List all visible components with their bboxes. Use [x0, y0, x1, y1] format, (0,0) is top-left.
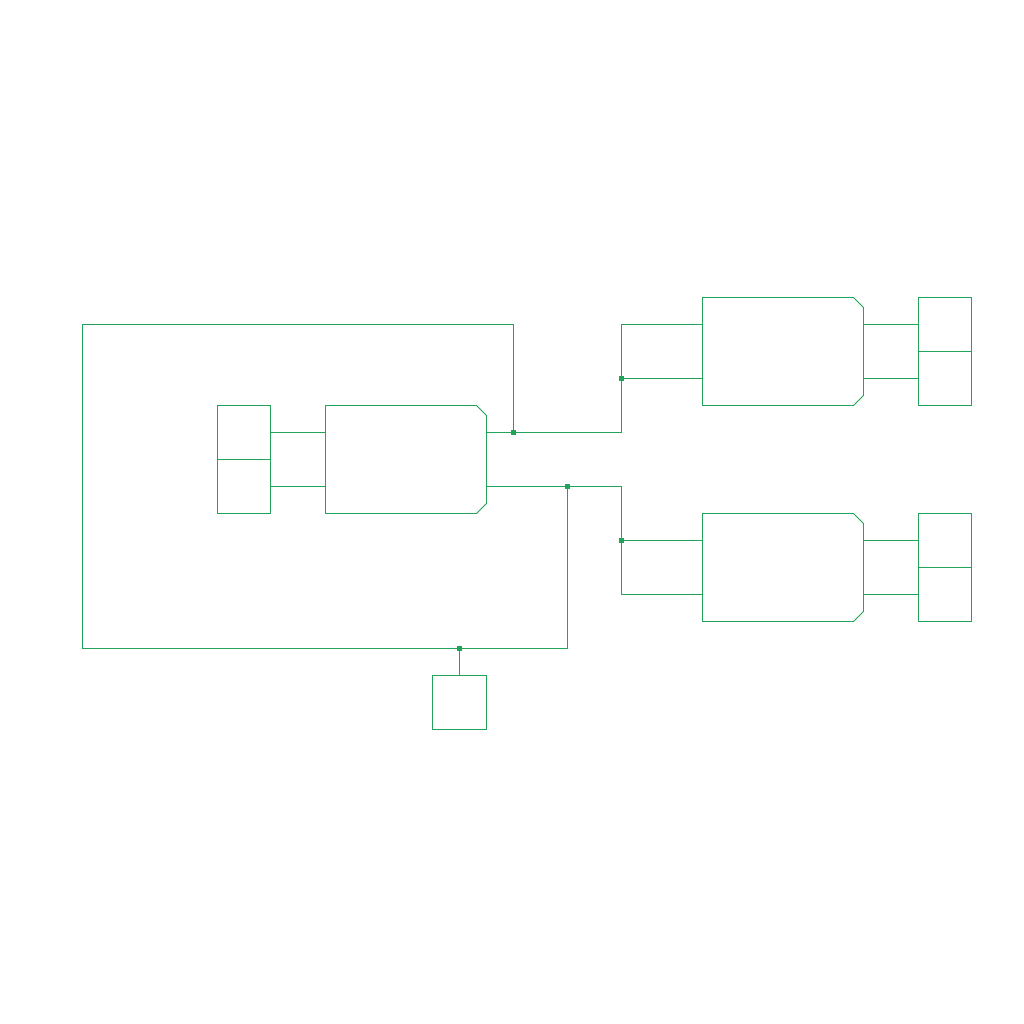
- upper-right-output-cell-top[interactable]: [918, 297, 972, 352]
- junction-dot-5: [457, 646, 462, 651]
- diagram-group: [82, 297, 972, 730]
- main-input-cell-top[interactable]: [217, 405, 271, 460]
- junction-dots: [457, 376, 624, 651]
- junction-dot-3: [565, 484, 570, 489]
- lower-right-output-cell-top[interactable]: [918, 513, 972, 568]
- bottom-terminal[interactable]: [432, 675, 487, 730]
- junction-dot-1: [511, 430, 516, 435]
- lower-right-block[interactable]: [702, 513, 864, 622]
- main-block[interactable]: [325, 405, 487, 514]
- upper-right-block[interactable]: [702, 297, 864, 406]
- main-input-cell-bottom[interactable]: [217, 459, 271, 514]
- wire-feedback-loop: [82, 324, 568, 649]
- lower-right-output-cell-bottom[interactable]: [918, 567, 972, 622]
- upper-right-output-cell-bottom[interactable]: [918, 351, 972, 406]
- junction-dot-4: [619, 538, 624, 543]
- lower-right-output-stack[interactable]: [918, 513, 972, 622]
- upper-right-output-stack[interactable]: [918, 297, 972, 406]
- junction-dot-2: [619, 376, 624, 381]
- main-input-stack[interactable]: [217, 405, 271, 514]
